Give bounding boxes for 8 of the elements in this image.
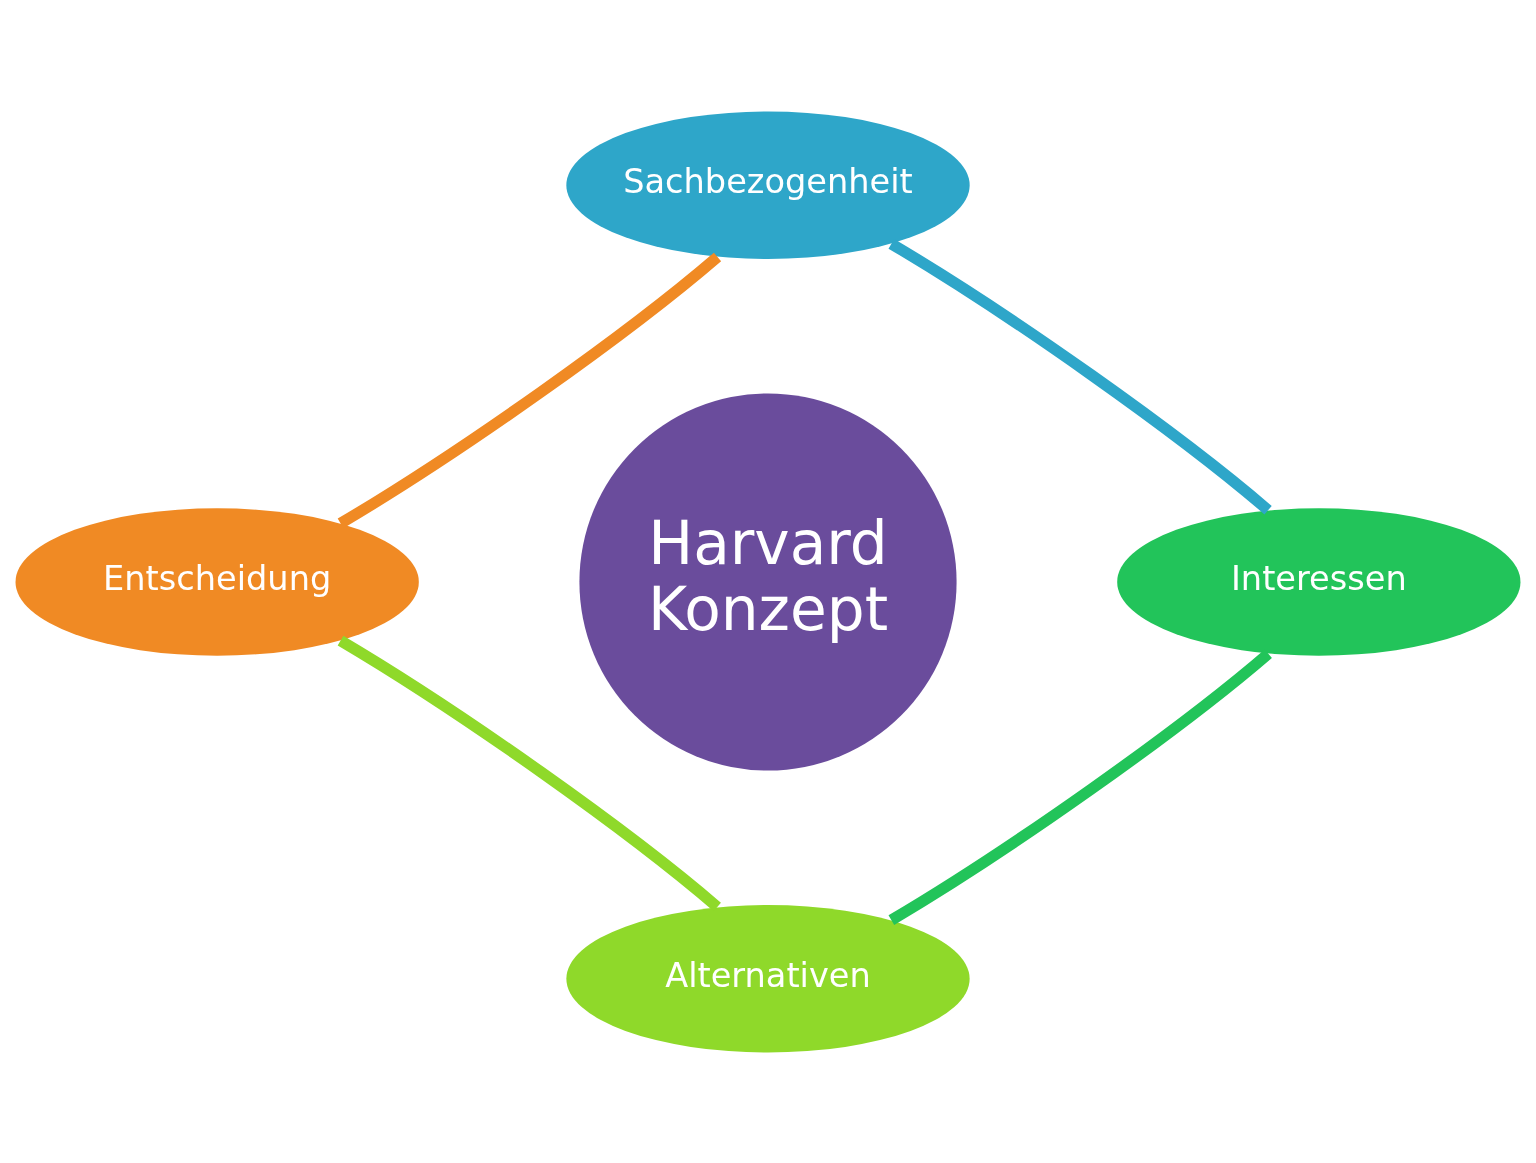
node-ellipse: Alternativen xyxy=(566,904,970,1053)
node-circle: Harvard Konzept xyxy=(579,392,957,771)
node-ellipse: Entscheidung xyxy=(15,507,419,656)
connector xyxy=(337,252,722,528)
node-ellipse: Sachbezogenheit xyxy=(566,110,970,259)
connector xyxy=(888,238,1272,514)
connector xyxy=(337,635,721,911)
node-ellipse: Interessen xyxy=(1117,507,1521,656)
